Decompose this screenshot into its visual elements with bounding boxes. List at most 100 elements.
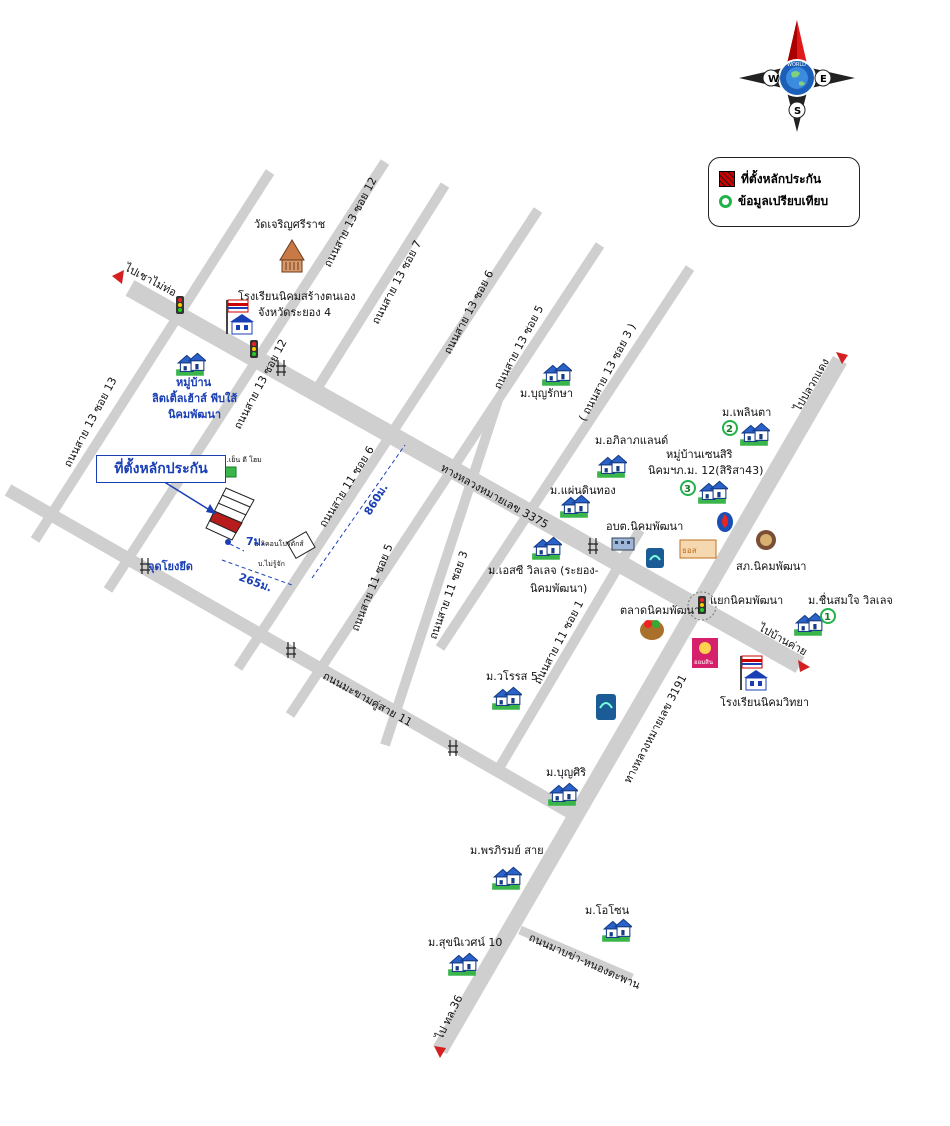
house-icon (541, 362, 572, 387)
road-13-soi-3 (435, 265, 695, 651)
compass-s-label: S (794, 106, 801, 117)
distance-labels: 7ม. 265ม. 860ม. (237, 482, 391, 595)
marker-2 (722, 420, 738, 436)
label-school2: โรงเรียนนิคมวิทยา (720, 695, 809, 709)
svg-text:2: 2 (726, 424, 733, 435)
road-label: ( ถนนสาย 13 ซอย 3 ) (576, 321, 638, 423)
distance-7m: 7ม. (246, 535, 265, 548)
subject-swatch-icon (719, 171, 735, 187)
house-icon (491, 686, 522, 711)
house-icon (596, 454, 627, 479)
label-village1-a: หมู่บ้าน (176, 376, 212, 390)
subject-location-callout: ที่ตั้งหลักประกัน (96, 455, 226, 483)
savings-bank-icon: ออมสิน (692, 638, 718, 668)
house-icon (739, 422, 770, 447)
house-icon (697, 480, 728, 505)
neighbour-plot (286, 531, 316, 559)
road-label: ถนนสาย 13 ซอย 12 (321, 175, 379, 269)
temple-icon (279, 239, 305, 273)
compass-rose: WORLD VALUATION W E S (739, 20, 855, 132)
label-market: ตลาดนิคมพัฒนา (620, 604, 700, 617)
legend-item-subject: ที่ตั้งหลักประกัน (719, 168, 859, 190)
compass-w-label: W (768, 74, 779, 85)
label-apilaland: ม.อภิลาภแลนด์ (595, 434, 668, 447)
traffic-light-icon (176, 296, 184, 314)
legend-subject-label: ที่ตั้งหลักประกัน (741, 171, 822, 186)
arrow-s (434, 1046, 446, 1058)
road-13-soi-5 (285, 242, 605, 718)
road-13-soi-13 (30, 169, 275, 543)
label-senasiri-a: หมู่บ้านเซนสิริ (666, 448, 733, 461)
svg-text:1: 1 (824, 612, 831, 623)
road-13-soi-7 (310, 182, 450, 395)
arrow-e (798, 660, 810, 672)
label-sukniwet: ม.สุขนิเวศน์ 10 (428, 936, 502, 949)
legend-item-comparable: ข้อมูลเปรียบเทียบ (719, 190, 859, 212)
label-obt: อบต.นิคมพัฒนา (606, 520, 683, 533)
house-icon (447, 952, 478, 977)
roads (4, 159, 847, 1055)
road-makhamkhu-11 (4, 484, 579, 821)
label-school1-b: จังหวัดระยอง 4 (258, 306, 331, 319)
road-label: ถนนสาย 13 ซอย 7 (369, 238, 424, 326)
school-icon (226, 299, 254, 335)
ptt-station-icon (717, 512, 733, 532)
direction-labels: ไปเชาไม่ท่อ ไปปลวกแดง ไปบ้านค่าย ไป ทล.3… (122, 261, 832, 1043)
road-label: ถนนสาย 11 ซอย 6 (317, 444, 377, 530)
house-icon (559, 494, 590, 519)
house-icon (491, 866, 522, 891)
label-boonrak: ม.บุญรักษา (520, 387, 573, 400)
road-13-soi-6 (233, 207, 543, 671)
savings-bank-label: ออมสิน (694, 659, 713, 666)
compass-e-label: E (820, 74, 827, 85)
road-label: ถนนสาย 11 ซอย 5 (349, 542, 396, 633)
label-cheunsomjai: ม.ชื่นสมใจ วิลเลจ (808, 592, 893, 607)
label-pornpirom: ม.พรภิรมย์ สาย (470, 844, 544, 857)
police-icon (756, 530, 776, 550)
label-village1-c: นิคมพัฒนา (168, 408, 221, 421)
road-highway-3191 (433, 355, 847, 1055)
house-icon (175, 352, 206, 377)
comparable-circle-icon (719, 194, 732, 208)
subject-plot-highlight (209, 510, 243, 534)
distance-265m: 265ม. (237, 571, 274, 595)
bank-icon (646, 548, 664, 568)
road-13-soi-12 (103, 159, 390, 593)
globe-text: WORLD VALUATION (787, 62, 836, 68)
svg-text:3: 3 (684, 484, 691, 495)
map-legend: ที่ตั้งหลักประกัน ข้อมูลเปรียบเทียบ (708, 157, 860, 227)
label-plearn: ม.เพลินตา (722, 406, 771, 419)
label-police: สภ.นิคมพัฒนา (736, 560, 806, 573)
label-school1-a: โรงเรียนนิคมสร้างตนเอง (238, 289, 356, 303)
label-worarot: ม.วโรรส 5 (486, 669, 538, 683)
road-mabkha (518, 925, 634, 983)
village-icons (175, 352, 824, 977)
road-highway-3375 (125, 280, 805, 673)
place-labels: วัดเจริญศรีราช โรงเรียนนิคมสร้างตนเอง จั… (148, 218, 893, 949)
distance-860m: 860ม. (362, 482, 391, 518)
house-icon (531, 536, 562, 561)
label-neighbour-village: ม.เย็น ดี โฮม (222, 455, 262, 464)
house-icon (601, 918, 632, 943)
label-junction: แยกนิคมพัฒนา (710, 594, 783, 607)
school-icon (740, 655, 768, 691)
post-office-icon: ธอส (679, 539, 717, 559)
label-boonsiri: ม.บุญศิริ (546, 766, 586, 779)
house-icon (547, 782, 578, 807)
label-company-b: บ.ไม่รู้จัก (258, 559, 285, 568)
traffic-light-icon (250, 340, 258, 358)
road-label: ถนนสาย 13 ซอย 6 (441, 268, 496, 356)
label-ocho: ม.โอโซน (585, 903, 630, 917)
label-temple: วัดเจริญศรีราช (254, 218, 325, 231)
obt-office-icon (611, 537, 635, 551)
label-s-village-b: นิคมพัฒนา) (530, 582, 587, 595)
arrow-ne (836, 352, 848, 364)
bridge-markers (140, 360, 598, 756)
subject-property (157, 466, 316, 559)
svg-text:ธอส: ธอส (682, 546, 697, 555)
marker-1 (820, 608, 836, 624)
label-senasiri-b: นิคมฯภ.ม. 12(สิริสา43) (648, 464, 763, 477)
market-icon (640, 620, 664, 640)
marker-3 (680, 480, 696, 496)
